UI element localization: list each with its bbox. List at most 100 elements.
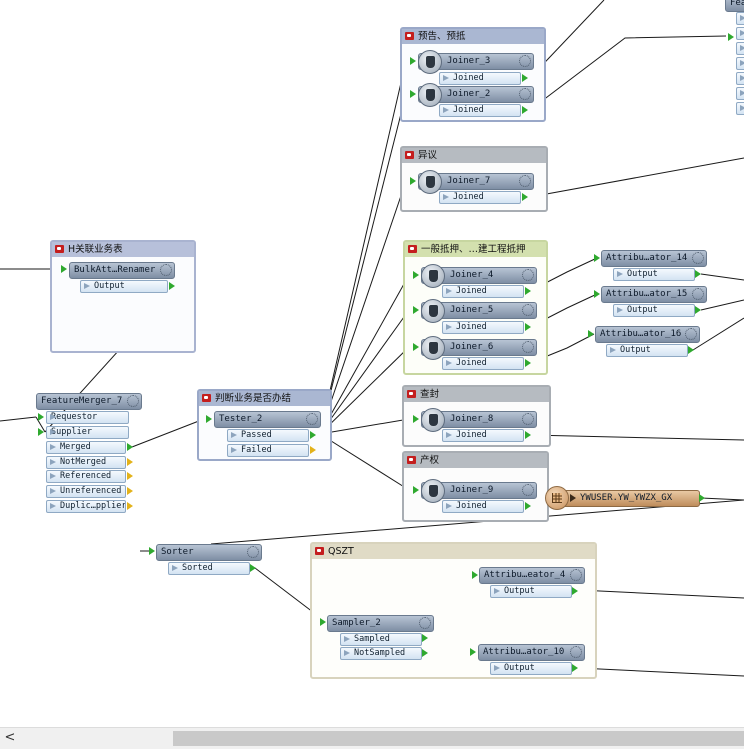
transformer-joiner-2[interactable]: Joiner_2 (418, 86, 534, 103)
output-port-unreferenced[interactable]: Unreferenced (46, 485, 126, 498)
output-port-joined[interactable]: Joined (442, 285, 524, 298)
scroll-left-button[interactable]: < (4, 730, 16, 745)
output-port-output[interactable]: Output (613, 304, 695, 317)
transformer-name: Attribu…ator_14 (606, 253, 688, 263)
transformer-attribute-creator-14[interactable]: Attribu…ator_14 (601, 250, 707, 267)
transformer-joiner-9[interactable]: Joiner_9 (421, 482, 537, 499)
gear-icon[interactable] (522, 304, 534, 316)
output-port-output[interactable]: Output (80, 280, 168, 293)
gear-icon[interactable] (247, 546, 259, 558)
transformer-attribute-creator-4[interactable]: Attribu…eator_4 (479, 567, 585, 584)
output-port[interactable] (736, 72, 744, 85)
warning-arrow-icon (127, 458, 133, 466)
gear-icon[interactable] (570, 569, 582, 581)
bookmark-title: 异议 (418, 150, 438, 161)
output-port-sampled[interactable]: Sampled (340, 633, 422, 646)
transformer-bulk-attribute-renamer[interactable]: BulkAtt…Renamer (69, 262, 175, 279)
output-port-notmerged[interactable]: NotMerged (46, 456, 126, 469)
gear-icon[interactable] (127, 395, 139, 407)
bookmark-icon (407, 390, 416, 398)
gear-icon[interactable] (306, 413, 318, 425)
input-arrow-icon (413, 306, 419, 314)
transformer-name: FeatureMerger_7 (41, 396, 123, 406)
bookmark-relation[interactable]: H关联业务表 (50, 240, 196, 353)
input-arrow-icon (413, 486, 419, 494)
output-port-output[interactable]: Output (606, 344, 688, 357)
transformer-name: Attribu…ator_15 (606, 289, 688, 299)
output-port[interactable] (736, 57, 744, 70)
gear-icon[interactable] (692, 288, 704, 300)
output-port-joined[interactable]: Joined (442, 429, 524, 442)
output-arrow-icon (695, 270, 701, 278)
output-port-joined[interactable]: Joined (442, 321, 524, 334)
output-arrow-icon (422, 634, 428, 642)
input-port-supplier[interactable]: Supplier (46, 426, 129, 439)
output-port-output[interactable]: Output (613, 268, 695, 281)
bookmark-icon (55, 245, 64, 253)
transformer-name: Attribu…ator_10 (483, 647, 565, 657)
output-port[interactable] (736, 42, 744, 55)
scrollbar-thumb[interactable] (173, 731, 744, 746)
gear-icon[interactable] (519, 88, 531, 100)
gear-icon[interactable] (570, 646, 582, 658)
input-arrow-icon (594, 254, 600, 262)
transformer-name: Joiner_2 (447, 89, 491, 99)
gear-icon[interactable] (519, 55, 531, 67)
transformer-feature-partial[interactable]: Fea (725, 0, 744, 12)
output-port-failed[interactable]: Failed (227, 444, 309, 457)
transformer-attribute-creator-15[interactable]: Attribu…ator_15 (601, 286, 707, 303)
bookmark-icon (408, 245, 417, 253)
input-port[interactable] (736, 12, 744, 25)
output-port-duplicate-supplier[interactable]: Duplic…pplier (46, 500, 126, 513)
output-port-sorted[interactable]: Sorted (168, 562, 250, 575)
transformer-joiner-5[interactable]: Joiner_5 (421, 302, 537, 319)
writer-ywuser-yw-ywzx-gx[interactable]: YWUSER.YW_YWZX_GX (555, 490, 700, 507)
input-arrow-icon (413, 343, 419, 351)
gear-icon[interactable] (519, 175, 531, 187)
output-port-referenced[interactable]: Referenced (46, 470, 126, 483)
gear-icon[interactable] (522, 484, 534, 496)
transformer-name: Tester_2 (219, 414, 263, 424)
input-arrow-icon (206, 415, 212, 423)
gear-icon[interactable] (522, 341, 534, 353)
gear-icon[interactable] (522, 413, 534, 425)
transformer-tester-2[interactable]: Tester_2 (214, 411, 321, 428)
horizontal-scrollbar[interactable]: < (0, 727, 744, 749)
input-arrow-icon (38, 413, 44, 421)
output-port[interactable] (736, 102, 744, 115)
gear-icon[interactable] (522, 269, 534, 281)
input-arrow-icon (38, 428, 44, 436)
output-port-joined[interactable]: Joined (439, 104, 521, 117)
input-arrow-icon (594, 290, 600, 298)
input-port-requestor[interactable]: Requestor (46, 411, 129, 424)
output-port-joined[interactable]: Joined (439, 72, 521, 85)
transformer-joiner-7[interactable]: Joiner_7 (418, 173, 534, 190)
output-arrow-icon (525, 502, 531, 510)
gear-icon[interactable] (692, 252, 704, 264)
transformer-attribute-creator-10[interactable]: Attribu…ator_10 (478, 644, 585, 661)
input-arrow-icon (413, 271, 419, 279)
gear-icon[interactable] (419, 617, 431, 629)
input-port[interactable] (736, 27, 744, 40)
output-port-notsampled[interactable]: NotSampled (340, 647, 422, 660)
output-port-output[interactable]: Output (490, 585, 572, 598)
gear-icon[interactable] (160, 264, 172, 276)
output-port[interactable] (736, 87, 744, 100)
transformer-attribute-creator-16[interactable]: Attribu…ator_16 (595, 326, 700, 343)
transformer-sampler-2[interactable]: Sampler_2 (327, 615, 434, 632)
output-port-joined[interactable]: Joined (439, 191, 521, 204)
workspace-canvas[interactable]: 预告、预抵 异议 一般抵押、…建工程抵押 H关联业务表 判断业务是否办结 查封 (0, 0, 744, 727)
output-port-output[interactable]: Output (490, 662, 572, 675)
output-port-passed[interactable]: Passed (227, 429, 309, 442)
transformer-joiner-6[interactable]: Joiner_6 (421, 339, 537, 356)
output-port-joined[interactable]: Joined (442, 357, 524, 370)
input-arrow-icon (728, 33, 734, 41)
input-arrow-icon (570, 494, 576, 502)
input-arrow-icon (410, 90, 416, 98)
output-port-merged[interactable]: Merged (46, 441, 126, 454)
output-port-joined[interactable]: Joined (442, 500, 524, 513)
gear-icon[interactable] (685, 328, 697, 340)
transformer-sorter[interactable]: Sorter (156, 544, 262, 561)
input-arrow-icon (410, 177, 416, 185)
transformer-feature-merger-7[interactable]: FeatureMerger_7 (36, 393, 142, 410)
